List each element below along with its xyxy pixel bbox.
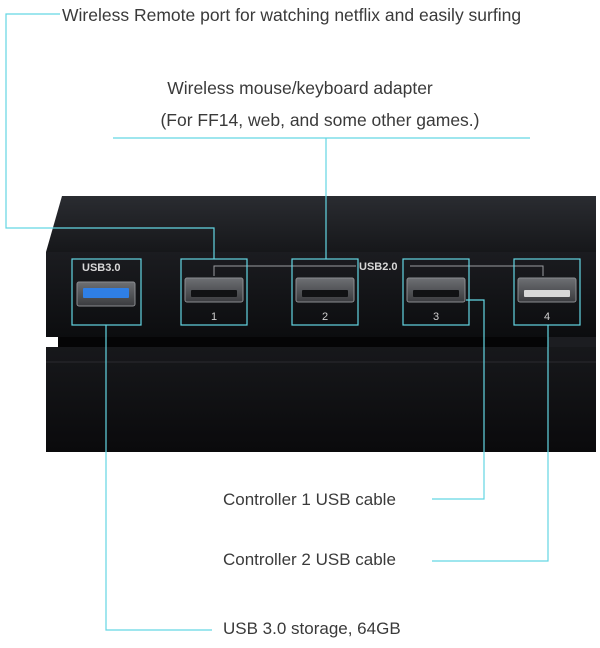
usb3-port-group: USB3.0: [71, 258, 142, 326]
usb2-port-number: 4: [544, 311, 550, 323]
usb2-port-4: 4: [513, 258, 581, 326]
usb2-port-tongue: [413, 290, 459, 297]
usb2-port-number: 2: [322, 311, 328, 323]
usb2-port-2: 2: [291, 258, 359, 326]
callout-line-controller2: [432, 325, 549, 562]
usb3-port-tongue: [83, 288, 129, 298]
usb2-port-tongue: [191, 290, 237, 297]
callout-mouse-adapter-note: (For FF14, web, and some other games.): [160, 110, 480, 130]
callout-mouse-adapter-title: Wireless mouse/keyboard adapter: [167, 78, 433, 98]
callout-controller1: Controller 1 USB cable: [223, 490, 396, 509]
usb2-port-highlight-box: [513, 258, 581, 326]
callout-remote-port: Wireless Remote port for watching netfli…: [62, 5, 522, 25]
usb2-port-tongue: [524, 290, 570, 297]
callout-line-mouse: [113, 137, 530, 259]
callout-line-storage: [105, 325, 212, 631]
usb2-label: USB2.0: [359, 261, 398, 273]
callout-lines: [5, 13, 549, 631]
usb2-port-highlight-box: [402, 258, 470, 326]
usb2-port-number: 3: [433, 311, 439, 323]
usb2-port-tongue: [302, 290, 348, 297]
hub-gap: [58, 337, 548, 347]
usb2-bracket: USB2.0: [213, 261, 544, 276]
hub-base: [46, 347, 596, 452]
callout-line-controller1: [432, 299, 485, 500]
usb2-port-number: 1: [211, 311, 217, 323]
usb2-port-3: 3: [402, 258, 470, 326]
hub-top-face: [46, 196, 596, 252]
callout-storage: USB 3.0 storage, 64GB: [223, 619, 401, 638]
callout-line-remote: [5, 13, 215, 259]
usb3-label: USB3.0: [82, 262, 121, 274]
hub-right-lip: [548, 337, 596, 350]
callout-controller2: Controller 2 USB cable: [223, 550, 396, 569]
usb2-port-highlight-box: [291, 258, 359, 326]
usb2-bracket-line: [213, 265, 544, 276]
